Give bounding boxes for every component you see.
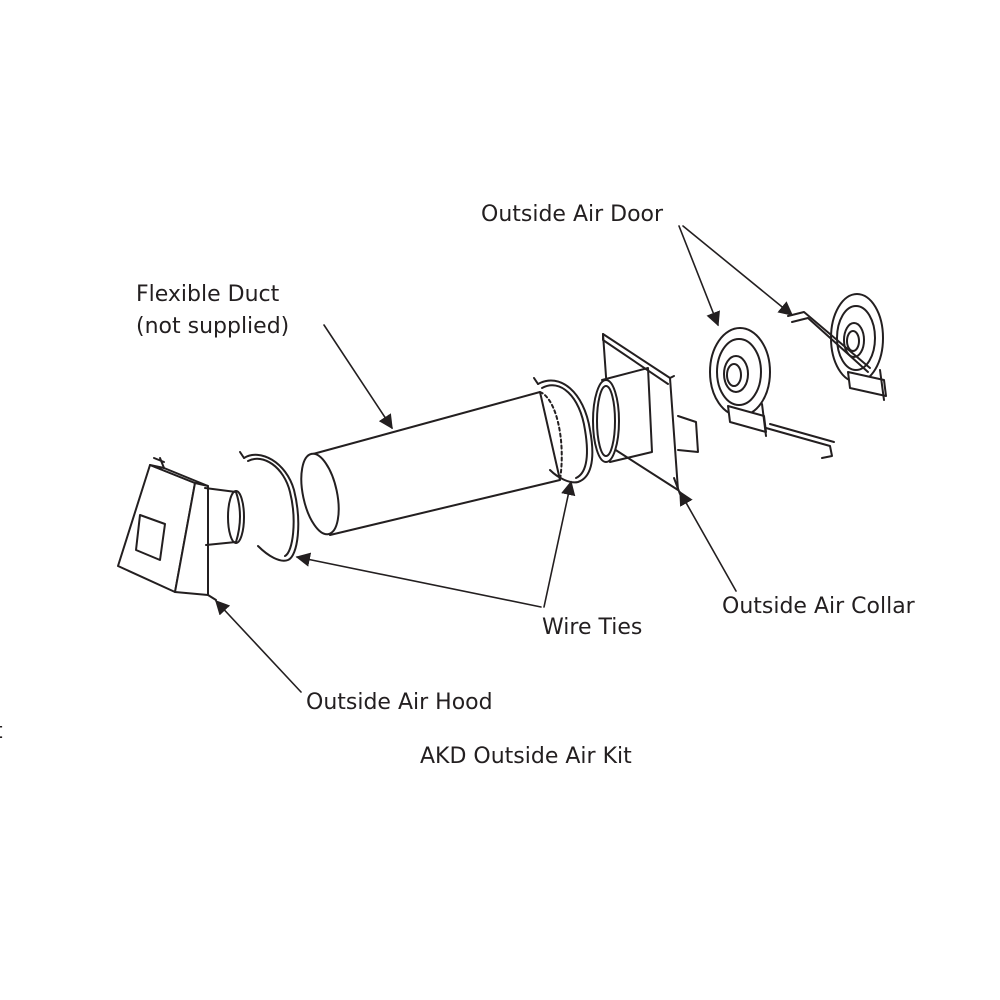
label-outside-air-hood: Outside Air Hood: [306, 690, 493, 715]
wire-tie-left: [239, 451, 300, 562]
outside-air-door-front: [709, 327, 771, 437]
outside-air-hood: [117, 457, 245, 601]
label-wire-ties: Wire Ties: [542, 615, 643, 640]
edge-text-fragment: t: [0, 716, 3, 748]
label-not-supplied: (not supplied): [136, 314, 290, 339]
outside-air-collar: [592, 333, 699, 495]
wire-tie-right: [533, 377, 594, 484]
label-flexible-duct: Flexible Duct: [136, 282, 280, 307]
label-outside-air-door: Outside Air Door: [481, 202, 664, 227]
flexible-duct: [300, 391, 563, 536]
diagram-title: AKD Outside Air Kit: [420, 744, 632, 769]
door-linkage-rod: [765, 311, 871, 459]
leader-arrows: [215, 225, 794, 693]
label-outside-air-collar: Outside Air Collar: [722, 594, 915, 619]
